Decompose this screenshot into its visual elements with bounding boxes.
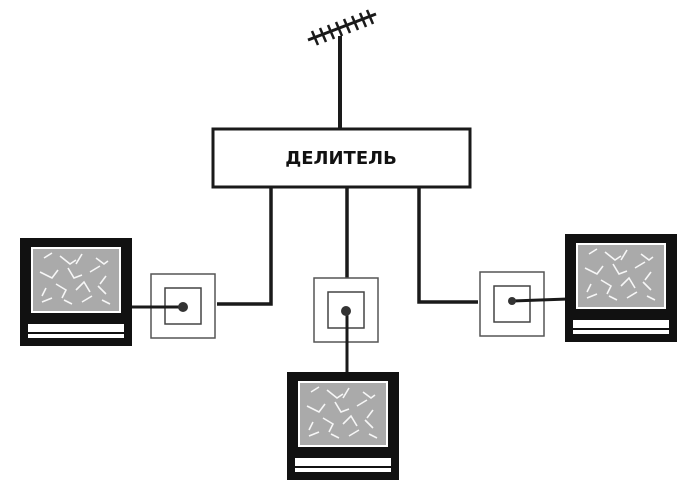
connector-dot: [178, 302, 188, 312]
tv-icon: [286, 371, 400, 481]
tv-cables: [131, 297, 569, 373]
connector-dot: [341, 306, 351, 316]
splitter-label: ДЕЛИТЕЛЬ: [285, 148, 397, 169]
connector-dot: [508, 297, 516, 305]
outlet-connectors: [178, 297, 516, 316]
tv-icon: [19, 237, 133, 347]
cables: [217, 187, 478, 306]
cable-left: [217, 187, 273, 306]
antenna-icon: [307, 9, 377, 129]
cable-right: [417, 187, 478, 304]
splitter-box: ДЕЛИТЕЛЬ: [211, 127, 472, 189]
tv-icon: [564, 233, 678, 343]
